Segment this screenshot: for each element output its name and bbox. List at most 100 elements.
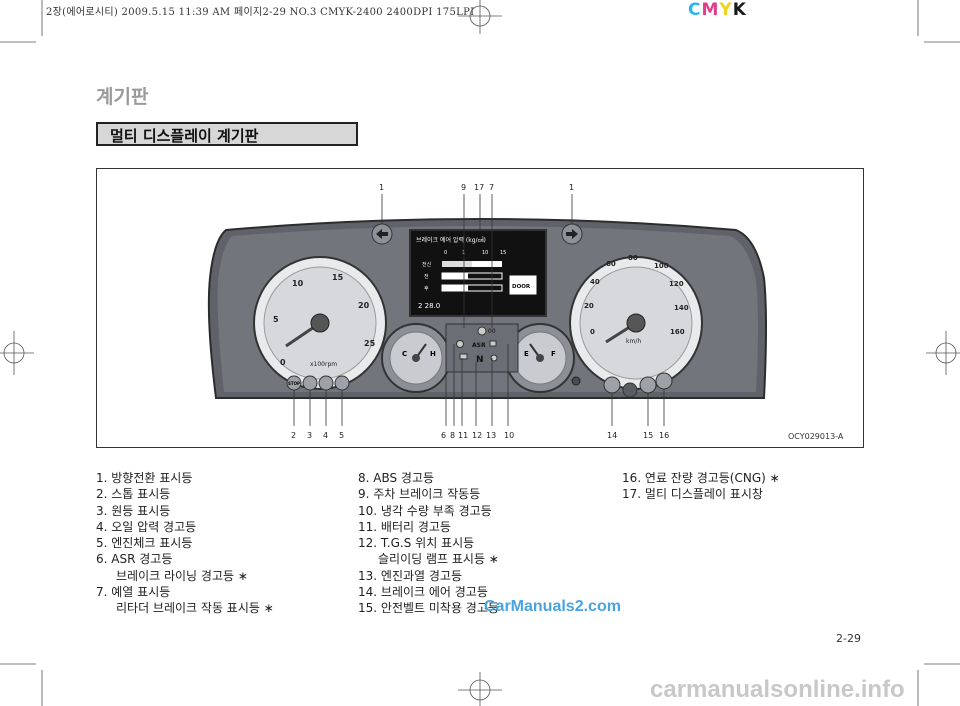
display-scale: 10 (482, 250, 488, 256)
coolant-icon (489, 340, 497, 347)
callout-label: 9 (461, 183, 466, 192)
legend-item: 17. 멀티 디스플레이 표시창 (622, 487, 763, 502)
callout-label: 6 (441, 431, 446, 440)
speedo-unit: km/h (626, 338, 641, 345)
speedo-tick: 80 (628, 254, 638, 262)
callout-label: 16 (659, 431, 669, 440)
callout-label: 17 (474, 183, 484, 192)
cmyk-k: K (732, 0, 747, 20)
callout-leaders (293, 194, 665, 426)
cmyk-m: M (701, 0, 720, 20)
legend-item: 슬리이딩 램프 표시등 ∗ (378, 552, 499, 567)
watermark-bottom: carmanualsonline.info (650, 676, 905, 703)
legend-item: 브레이크 라이닝 경고등 ∗ (116, 568, 248, 583)
tacho-tick: 15 (332, 273, 344, 282)
battery-icon (459, 353, 468, 360)
callout-label: 3 (307, 431, 312, 440)
page-number: 2-29 (836, 632, 861, 645)
fuel-warning-icon (655, 372, 673, 390)
display-header: 브레이크 에어 압력 (kg/㎠) (416, 236, 486, 244)
display-row-label: 후 (424, 286, 429, 292)
display-door: DOOR (512, 284, 531, 290)
center-indicators: 00 ASR N (445, 323, 519, 373)
legend-item: 4. 오일 압력 경고등 (96, 519, 197, 534)
display-row-label: 전 (424, 273, 429, 280)
speedo-tick: 60 (606, 260, 616, 268)
tacho-tick: 25 (364, 339, 376, 348)
speedo-tick: 120 (669, 280, 684, 288)
fuel-label-e: E (524, 350, 529, 358)
parking-brake-icon (477, 326, 487, 336)
legend-item: 16. 연료 잔량 경고등(CNG) ∗ (622, 471, 780, 485)
stop-indicator-label: STOP (288, 381, 300, 386)
speedo-tick: 20 (584, 302, 594, 310)
tacho-unit: x100rpm (310, 361, 337, 368)
callout-label: 7 (489, 183, 494, 192)
display-row-label: 전신 (422, 261, 432, 268)
oil-pressure-icon (318, 375, 334, 391)
callout-label: 5 (339, 431, 344, 440)
callout-label: 10 (504, 431, 514, 440)
callout-label: 15 (643, 431, 653, 440)
cmyk-y: Y (719, 0, 733, 20)
legend-item: 13. 엔진과열 경고등 (358, 568, 462, 583)
asr-indicator: ASR (472, 342, 486, 349)
figure-code: OCY029013-A (788, 432, 844, 441)
legend-item: 3. 원등 표시등 (96, 503, 171, 518)
temp-label-h: H (430, 350, 436, 358)
legend-item: 14. 브레이크 에어 경고등 (358, 585, 488, 600)
legend-item: 1. 방향전환 표시등 (96, 471, 193, 485)
callout-label: 14 (607, 431, 617, 440)
display-scale: 15 (500, 250, 506, 256)
legend-item: 15. 안전벨트 미착용 경고등 (358, 601, 499, 616)
speedo-tick: 100 (654, 262, 669, 270)
callout-label: 2 (291, 431, 296, 440)
legend-item: 리타더 브레이크 작동 표시등 ∗ (116, 601, 274, 616)
instrument-cluster-figure: 0 5 10 15 20 25 x100rpm 0 20 40 60 80 10… (207, 183, 767, 440)
callout-label: 1 (379, 183, 384, 192)
callout-label: 4 (323, 431, 328, 440)
speedo-tick: 140 (674, 304, 689, 312)
callout-label: 11 (458, 431, 468, 440)
engine-temp-icon (490, 354, 498, 362)
tacho-tick: 20 (358, 301, 370, 310)
tachometer: 0 5 10 15 20 25 x100rpm (253, 256, 387, 390)
check-engine-icon (334, 375, 350, 391)
speedo-tick: 0 (590, 328, 595, 336)
speedo-tick: 160 (670, 328, 685, 336)
legend-item: 11. 배터리 경고등 (358, 519, 451, 534)
section-title: 계기판 (96, 86, 149, 108)
cmyk-marks: CMYK (688, 0, 747, 20)
legend-item: 8. ABS 경고등 (358, 471, 435, 485)
svg-text:00: 00 (488, 328, 496, 335)
watermark-top[interactable]: CarManuals2.com (484, 598, 621, 615)
callout-label: 1 (569, 183, 574, 192)
legend-item: 9. 주차 브레이크 작동등 (358, 487, 481, 502)
legend-item: 7. 예열 표시등 (96, 585, 171, 600)
speedo-tick: 40 (590, 278, 600, 286)
tacho-tick: 10 (292, 279, 304, 288)
legend-item: 2. 스톱 표시등 (96, 487, 171, 502)
legend-item: 10. 냉각 수량 부족 경고등 (358, 503, 492, 518)
headlamp-icon (302, 375, 318, 391)
display-scale: 0 (444, 250, 447, 256)
fuel-gauge: E F (505, 323, 575, 393)
multi-display: 브레이크 에어 압력 (kg/㎠) 0 1 10 15 전신 전 후 DOOR … (409, 229, 547, 317)
neutral-indicator: N (476, 355, 484, 365)
abs-icon (456, 340, 464, 348)
display-odometer: 2 28.0 (418, 302, 440, 310)
callout-label: 8 (450, 431, 455, 440)
speedometer: 0 20 40 60 80 100 120 140 160 km/h (569, 254, 703, 390)
legend-item: 6. ASR 경고등 (96, 552, 173, 567)
tacho-tick: 5 (273, 315, 279, 324)
left-indicators: STOP (286, 375, 350, 391)
callout-label: 12 (472, 431, 482, 440)
print-header: 2장(에어로시티) 2009.5.15 11:39 AM 페이지2-29 NO.… (46, 7, 475, 18)
tacho-tick: 0 (280, 358, 286, 367)
callout-label: 13 (486, 431, 496, 440)
legend-column-3: 16. 연료 잔량 경고등(CNG) ∗ 17. 멀티 디스플레이 표시창 (622, 470, 780, 503)
legend-item: 5. 엔진체크 표시등 (96, 536, 193, 551)
